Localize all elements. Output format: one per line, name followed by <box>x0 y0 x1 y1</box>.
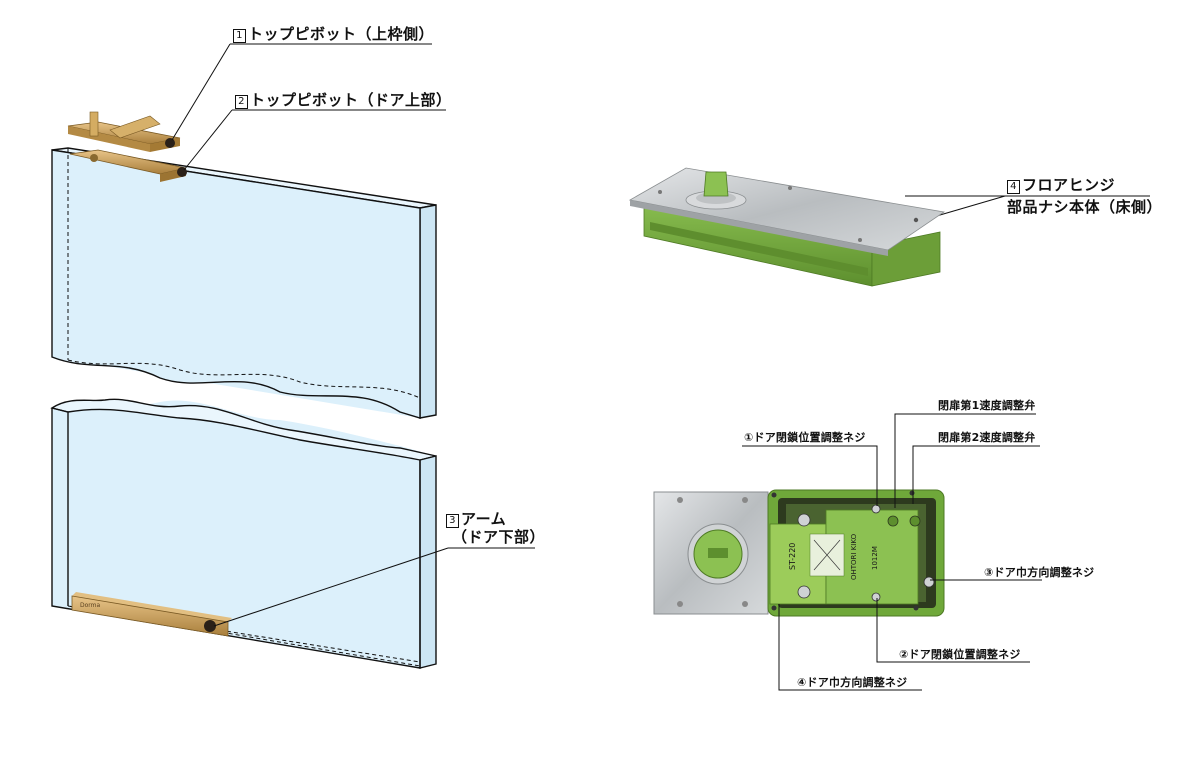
label-number-2: 2 <box>235 95 248 109</box>
label-door-close-pos-1: ①ドア閉鎖位置調整ネジ <box>744 431 866 444</box>
glass-door-upper <box>51 147 437 419</box>
label-arm-sub: （ドア下部） <box>452 528 546 546</box>
leader-lines-right <box>742 413 1042 691</box>
unit-model-label: ST-220 <box>788 543 797 570</box>
label-text: トップピボット（上枠側） <box>248 25 435 43</box>
svg-text:Dorma: Dorma <box>80 602 100 609</box>
label-floor-hinge-sub: 部品ナシ本体（床側） <box>1007 198 1163 216</box>
unit-code-label: 1012M <box>871 546 879 570</box>
label-door-width-3: ③ドア巾方向調整ネジ <box>984 566 1095 579</box>
label-door-width-4: ④ドア巾方向調整ネジ <box>797 676 908 689</box>
glass-door-lower <box>50 398 437 669</box>
label-text: フロアヒンジ <box>1022 176 1116 194</box>
label-text: アーム <box>461 510 507 528</box>
label-door-close-pos-2: ②ドア閉鎖位置調整ネジ <box>899 648 1021 661</box>
leader-lines-left <box>171 43 1150 627</box>
arm-part: Dorma <box>71 592 232 637</box>
label-number-3: 3 <box>446 514 459 528</box>
unit-maker-label: OHTORI KIKO <box>850 533 858 580</box>
label-number-1: 1 <box>233 29 246 43</box>
label-close-speed-2: 閉扉第2速度調整弁 <box>938 431 1036 444</box>
label-close-speed-1: 閉扉第1速度調整弁 <box>938 399 1036 412</box>
label-text: トップピボット（ドア上部） <box>250 91 452 109</box>
floor-hinge-body <box>628 167 946 287</box>
label-number-4: 4 <box>1007 180 1020 194</box>
top-pivot-frame-part <box>67 111 181 152</box>
floor-hinge-top-view <box>653 489 945 617</box>
